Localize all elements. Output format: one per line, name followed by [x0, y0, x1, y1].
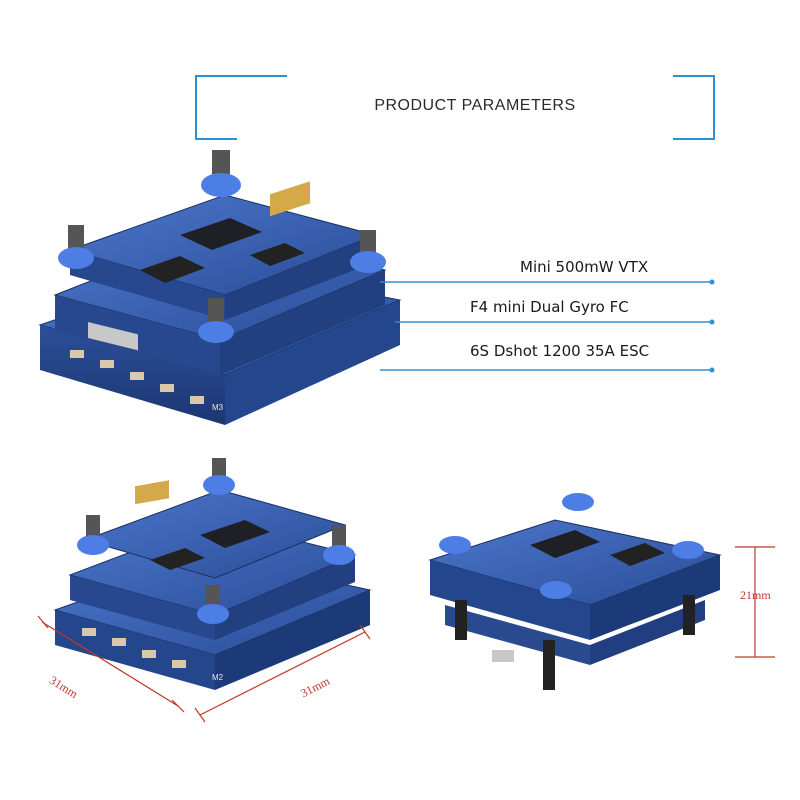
- label-esc: 6S Dshot 1200 35A ESC: [470, 342, 650, 360]
- label-fc: F4 mini Dual Gyro FC: [470, 298, 629, 316]
- dimension-lines-left: [37, 615, 371, 723]
- page-title: PRODUCT PARAMETERS: [374, 97, 576, 114]
- title-frame: PRODUCT PARAMETERS: [195, 75, 715, 140]
- top-stack: M3: [38, 150, 402, 425]
- bottom-right-stack: [428, 493, 722, 690]
- callout-lines: [380, 279, 715, 373]
- motor-label-m2: M2: [212, 673, 224, 682]
- motor-label-m3: M3: [212, 403, 224, 412]
- dimension-lines-height: [735, 546, 775, 658]
- bottom-left-stack: M2: [53, 458, 372, 690]
- dimension-height: 21mm: [740, 588, 771, 602]
- label-vtx: Mini 500mW VTX: [520, 258, 649, 276]
